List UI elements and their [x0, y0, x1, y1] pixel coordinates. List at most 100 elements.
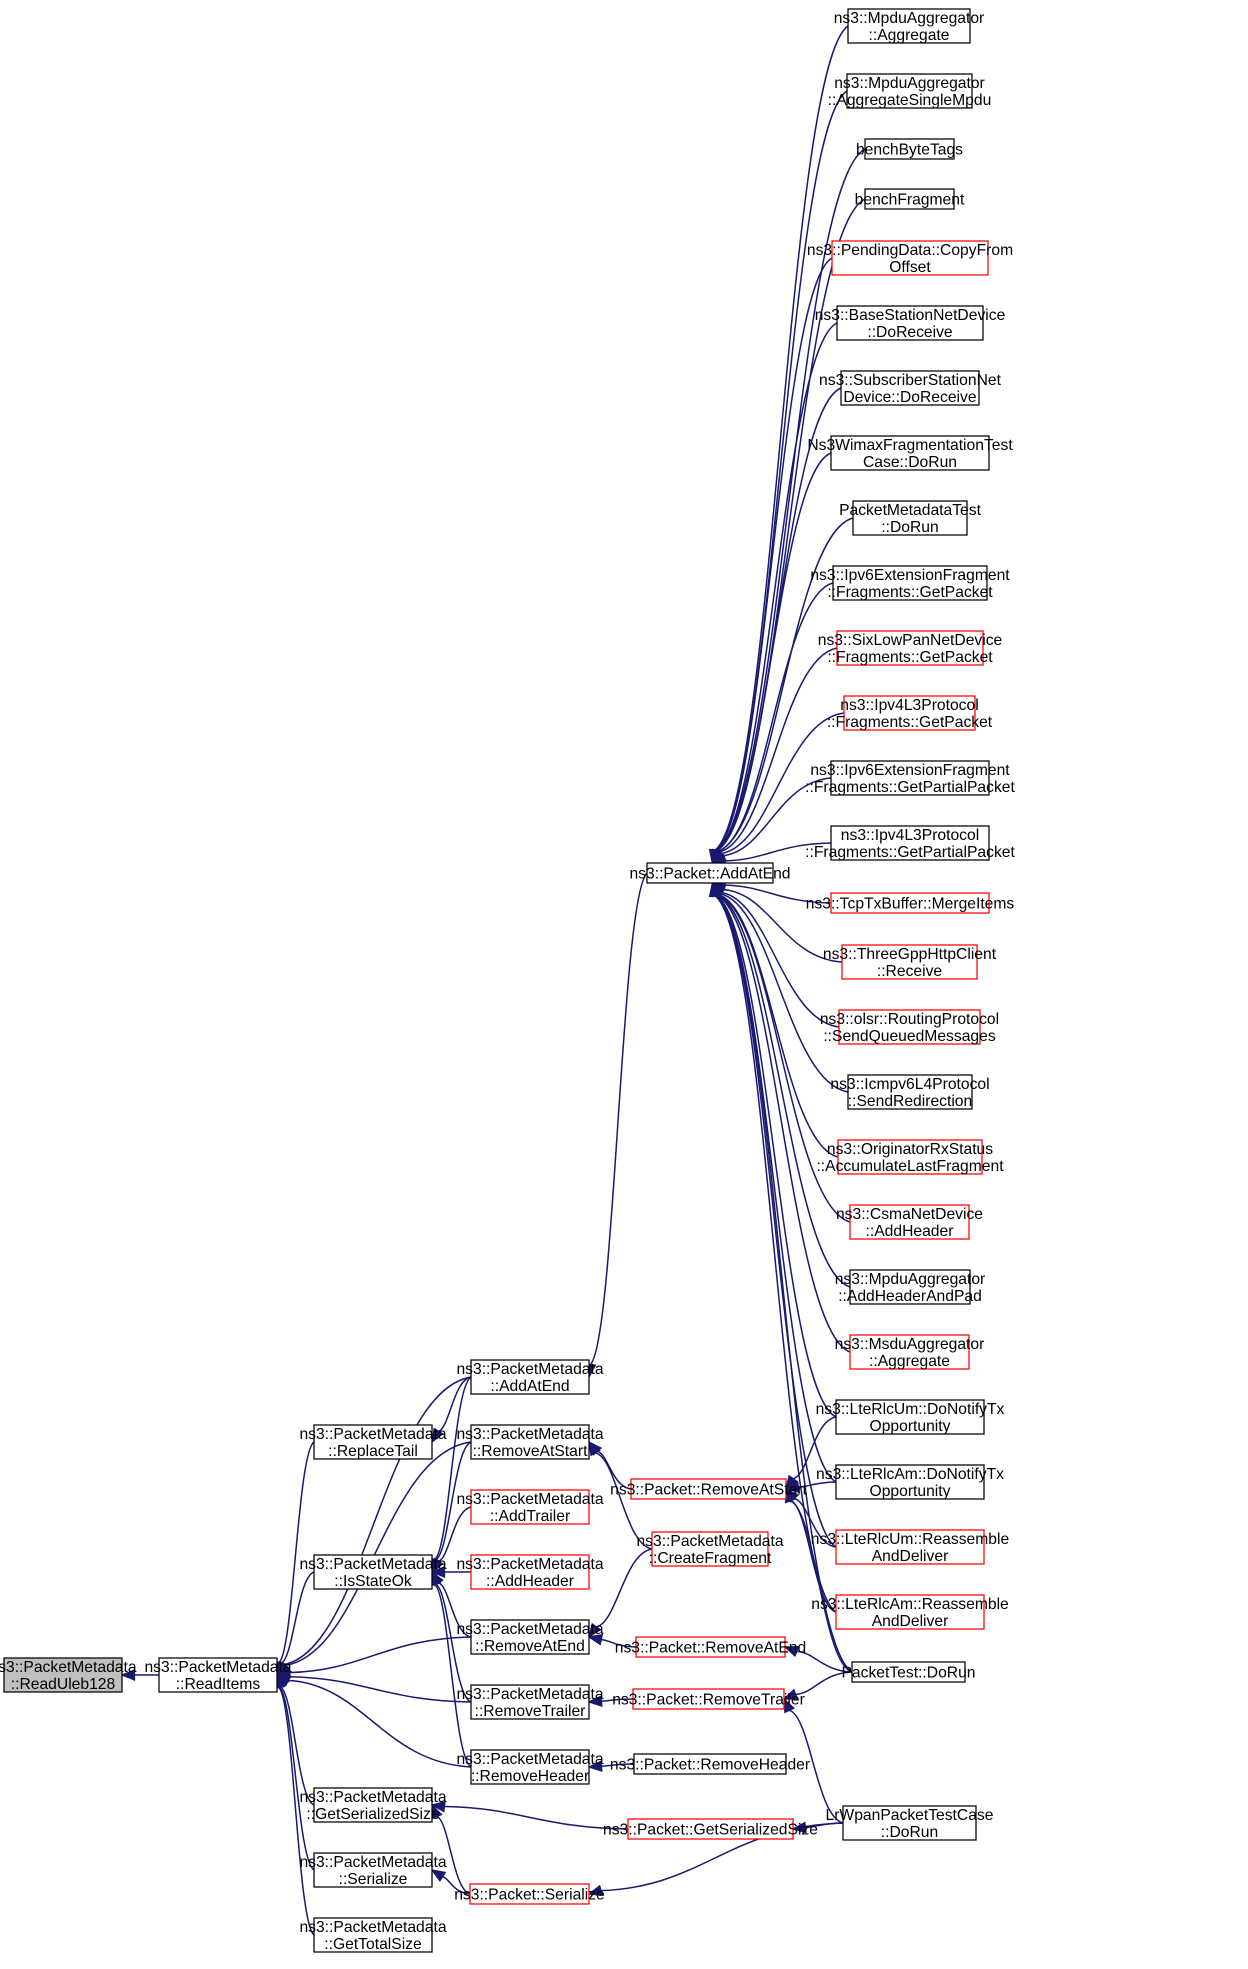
function-node-addheader[interactable]: ns3::PacketMetadata::AddHeader [456, 1554, 604, 1590]
node-label-line: ns3::TcpTxBuffer::MergeItems [806, 896, 1015, 913]
function-node-ipv4l3-get[interactable]: ns3::Ipv4L3Protocol::Fragments::GetPacke… [827, 695, 993, 731]
function-node-ipv6frag-getpartial[interactable]: ns3::Ipv6ExtensionFragment::Fragments::G… [805, 760, 1015, 796]
function-node-ipv6frag-get[interactable]: ns3::Ipv6ExtensionFragment::Fragments::G… [810, 565, 1010, 601]
function-node-replacetail[interactable]: ns3::PacketMetadata::ReplaceTail [299, 1424, 447, 1460]
node-box [313, 1787, 433, 1823]
call-edge [710, 452, 832, 865]
function-node-p-removeatstart[interactable]: ns3::Packet::RemoveAtStart [610, 1478, 807, 1500]
node-label-line: ::Aggregate [869, 1353, 950, 1370]
edge-line [278, 1441, 315, 1664]
function-node-msdu-aggregate[interactable]: ns3::MsduAggregator::Aggregate [835, 1334, 985, 1370]
function-node-addtrailer[interactable]: ns3::PacketMetadata::AddTrailer [456, 1489, 604, 1525]
function-node-p-getserializedsize[interactable]: ns3::Packet::GetSerializedSize [603, 1818, 818, 1840]
call-edge [431, 1803, 471, 1895]
edge-arrowhead [708, 881, 721, 897]
node-label-line: ns3::LteRlcAm::DoNotifyTx [816, 1466, 1004, 1483]
node-box [630, 1478, 787, 1500]
call-edge [587, 1822, 844, 1897]
edge-line [720, 891, 840, 1028]
edge-line [792, 1416, 837, 1480]
function-node-p-serialize[interactable]: ns3::Packet::Serialize [454, 1883, 605, 1905]
function-node-pm-serialize[interactable]: ns3::PacketMetadata::Serialize [299, 1852, 447, 1888]
node-box [835, 1464, 985, 1500]
call-edge [782, 1671, 853, 1700]
edge-line [288, 1679, 472, 1768]
node-box [470, 1749, 590, 1785]
function-node-p-removeheader[interactable]: ns3::Packet::RemoveHeader [610, 1753, 810, 1775]
function-node-tcptxbuffer[interactable]: ns3::TcpTxBuffer::MergeItems [806, 892, 1015, 914]
function-node-ssnetdevice[interactable]: ns3::SubscriberStationNetDevice::DoRecei… [819, 370, 1002, 406]
edge-arrowhead [587, 1884, 604, 1897]
function-node-originator[interactable]: ns3::OriginatorRxStatus::AccumulateLastF… [816, 1139, 1004, 1175]
edge-line [720, 712, 845, 855]
function-node-createfragment[interactable]: ns3::PacketMetadata::CreateFragment [636, 1531, 784, 1567]
function-node-removeatstart[interactable]: ns3::PacketMetadata::RemoveAtStart [456, 1424, 604, 1460]
node-label-line: ns3::PacketMetadata [456, 1751, 603, 1768]
node-box [835, 1594, 985, 1630]
function-node-ipv4l3-getpartial[interactable]: ns3::Ipv4L3Protocol::Fragments::GetParti… [805, 825, 1015, 861]
function-node-p-removeatend[interactable]: ns3::Packet::RemoveAtEnd [615, 1636, 806, 1658]
node-box [158, 1657, 278, 1693]
node-box [633, 1753, 787, 1775]
function-node-pmtest[interactable]: PacketMetadataTest::DoRun [839, 500, 982, 536]
node-box [313, 1554, 433, 1590]
node-label-line: ::SendRedirection [848, 1093, 972, 1110]
function-node-csma[interactable]: ns3::CsmaNetDevice::AddHeader [836, 1204, 983, 1240]
edge-line [715, 894, 851, 1353]
call-edge [431, 1376, 472, 1444]
function-node-benchfragment[interactable]: benchFragment [855, 188, 965, 210]
node-label-line: ::DoRun [881, 1824, 938, 1841]
edge-line [714, 894, 853, 1673]
node-box [840, 370, 980, 406]
function-node-p-removetrailer[interactable]: ns3::Packet::RemoveTrailer [612, 1688, 805, 1710]
node-label-line: ::ReadUleb128 [11, 1676, 116, 1693]
node-label-line: ns3::MpduAggregator [834, 10, 985, 27]
function-node-lrwpan[interactable]: LrWpanPacketTestCase::DoRun [826, 1805, 994, 1841]
node-label-line: ::Serialize [339, 1871, 408, 1888]
node-box [842, 1805, 977, 1841]
node-label-line: ns3::PacketMetadata [456, 1621, 603, 1638]
function-node-mpdu-aggsingle[interactable]: ns3::MpduAggregator::AggregateSingleMpdu [828, 73, 992, 109]
edge-line [795, 1671, 853, 1696]
edge-line [589, 872, 648, 1366]
node-label-line: ns3::PacketMetadata [144, 1659, 291, 1676]
node-box [864, 188, 955, 210]
function-node-threegpp[interactable]: ns3::ThreeGppHttpClient::Receive [823, 944, 997, 980]
node-label-line: ::DoRun [881, 519, 938, 536]
function-node-mpdu-aggregate[interactable]: ns3::MpduAggregator::Aggregate [834, 8, 985, 44]
function-node-benchbytetags[interactable]: benchByteTags [856, 138, 963, 160]
node-label-line: ns3::Packet::RemoveTrailer [612, 1692, 805, 1709]
node-label-line: ::IsStateOk [334, 1573, 412, 1590]
function-node-getserializedsize[interactable]: ns3::PacketMetadata::GetSerializedSize [299, 1787, 447, 1823]
node-label-line: ns3::PacketMetadata [456, 1556, 603, 1573]
function-node-mpdu-addheaderpad[interactable]: ns3::MpduAggregator::AddHeaderAndPad [835, 1269, 986, 1305]
node-label-line: ns3::Ipv6ExtensionFragment [810, 567, 1010, 584]
function-node-p-addatend[interactable]: ns3::Packet::AddAtEnd [629, 862, 791, 884]
edge-arrowhead [587, 1695, 603, 1708]
function-node-icmpv6[interactable]: ns3::Icmpv6L4Protocol::SendRedirection [830, 1074, 990, 1110]
call-edge [784, 1481, 837, 1494]
edge-line [796, 1650, 853, 1673]
function-node-packettest[interactable]: PacketTest::DoRun [841, 1661, 976, 1683]
function-node-gettotalsize[interactable]: ns3::PacketMetadata::GetTotalSize [299, 1917, 447, 1953]
edge-line [798, 1481, 837, 1489]
call-edge [428, 1376, 472, 1574]
function-node-sixlowpan-get[interactable]: ns3::SixLowPanNetDevice::Fragments::GetP… [818, 630, 1003, 666]
function-node-olsr[interactable]: ns3::olsr::RoutingProtocol::SendQueuedMe… [820, 1009, 999, 1045]
function-node-addatend[interactable]: ns3::PacketMetadata::AddAtEnd [456, 1359, 604, 1395]
function-node-bsnetdevice[interactable]: ns3::BaseStationNetDevice::DoReceive [815, 305, 1006, 341]
function-node-isstateok[interactable]: ns3::PacketMetadata::IsStateOk [299, 1554, 447, 1590]
call-edge [584, 872, 648, 1379]
function-node-removetrailer[interactable]: ns3::PacketMetadata::RemoveTrailer [456, 1684, 604, 1720]
function-node-removeatend[interactable]: ns3::PacketMetadata::RemoveAtEnd [456, 1619, 604, 1655]
function-node-readitems[interactable]: ns3::PacketMetadata::ReadItems [144, 1657, 292, 1693]
node-label-line: Device::DoReceive [843, 389, 976, 406]
function-node-removeheader[interactable]: ns3::PacketMetadata::RemoveHeader [456, 1749, 604, 1785]
node-label-line: ::GetSerializedSize [306, 1806, 439, 1823]
